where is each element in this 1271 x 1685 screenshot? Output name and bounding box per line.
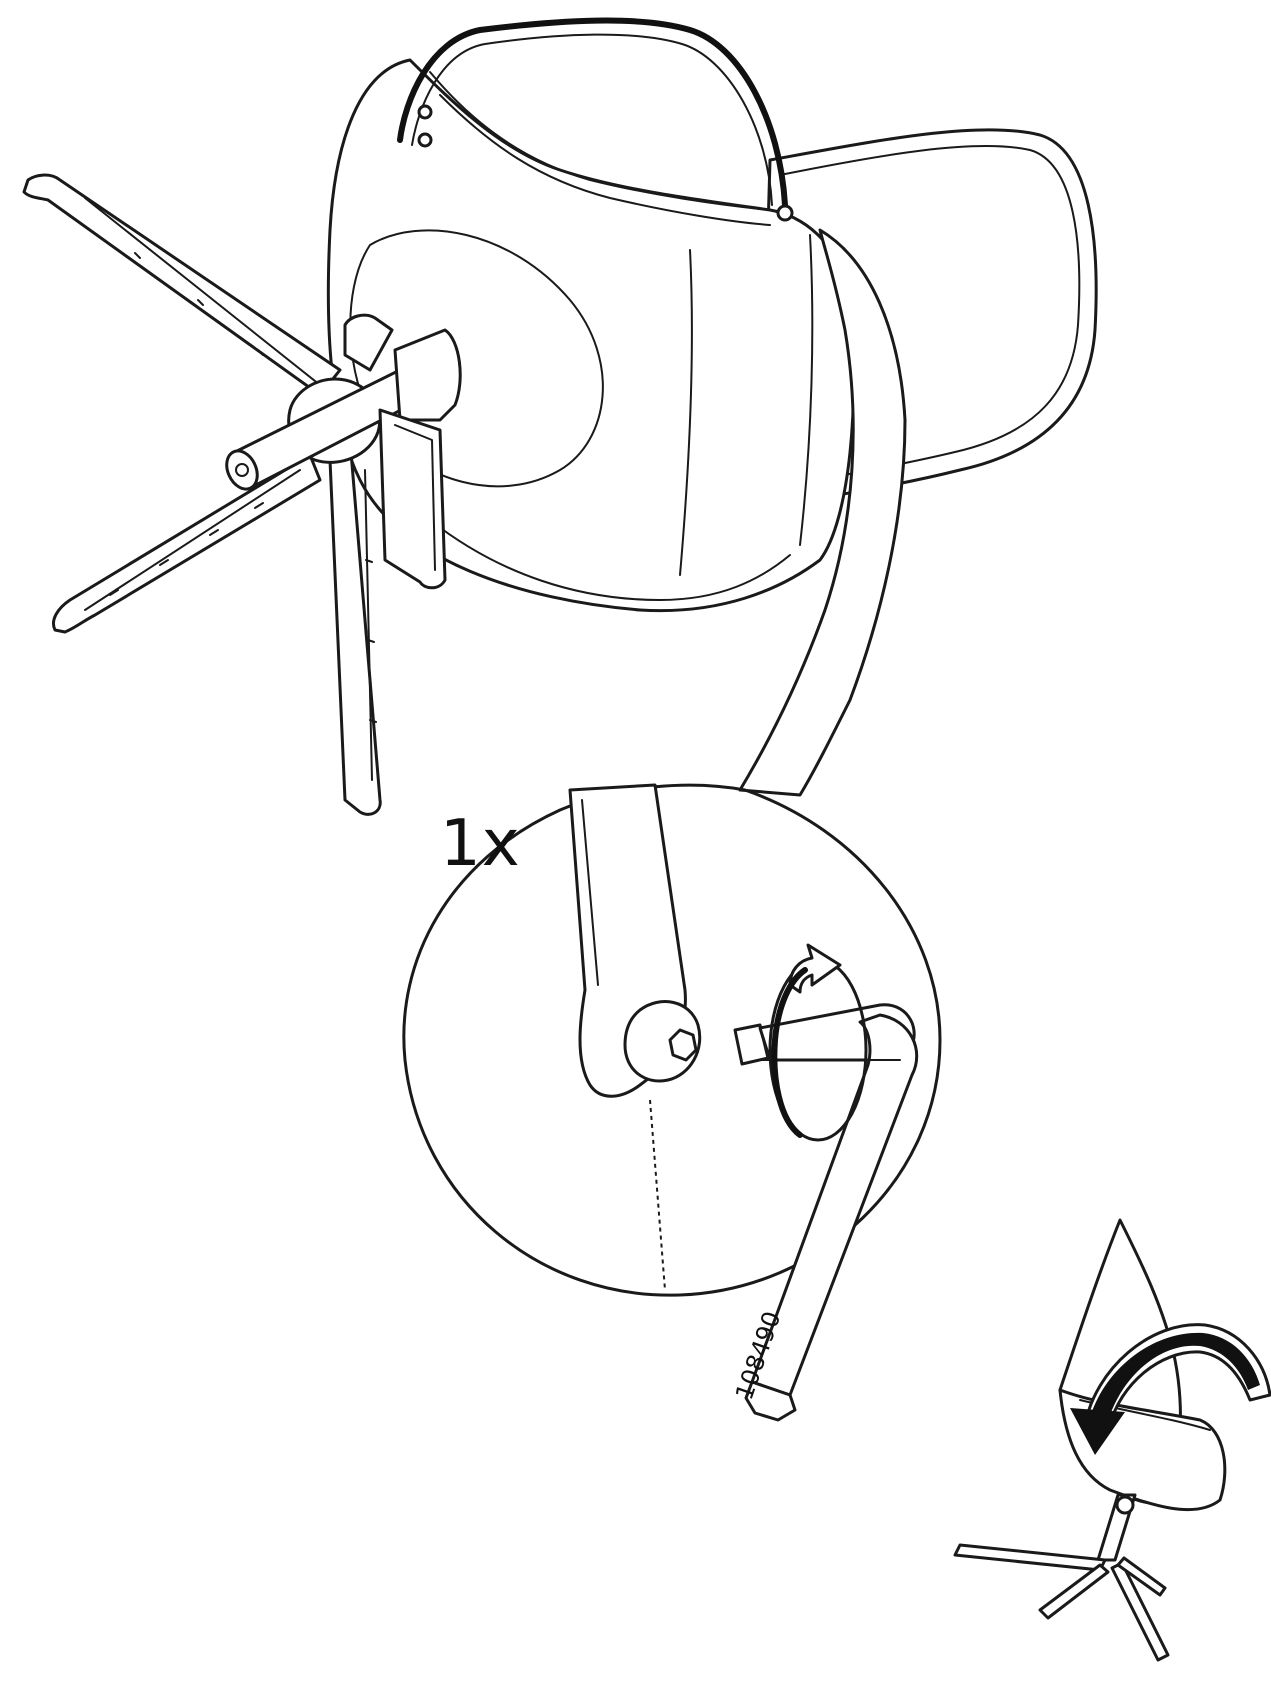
chair-seat-shell bbox=[326, 58, 1098, 797]
hex-key-icon bbox=[733, 1003, 919, 1422]
rotate-arrow-icon bbox=[768, 943, 868, 1142]
detail-callout bbox=[402, 783, 942, 1297]
curved-arrow-icon bbox=[1070, 1323, 1271, 1455]
quantity-label: 1x bbox=[440, 807, 521, 881]
carry-handle bbox=[397, 17, 794, 222]
chair-base bbox=[22, 173, 462, 816]
